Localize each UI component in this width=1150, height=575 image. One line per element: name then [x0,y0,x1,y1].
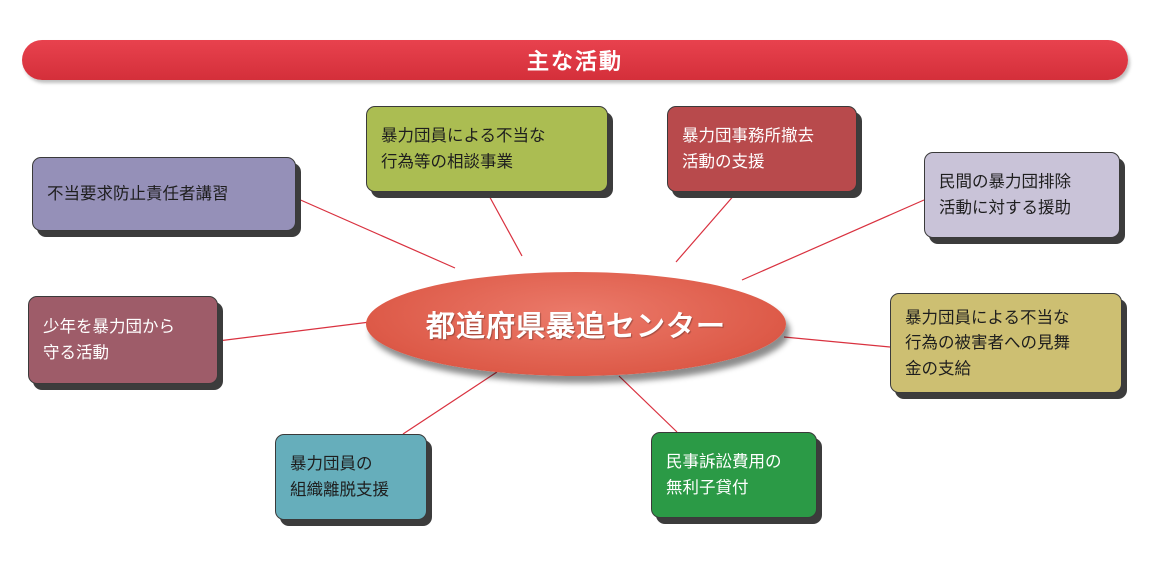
activity-node-6: 暴力団員の 組織離脱支援 [275,434,427,520]
activity-node-4: 少年を暴力団から 守る活動 [28,296,218,384]
link-7 [618,375,678,433]
activities-banner: 主な活動 [22,40,1128,80]
link-3 [741,199,925,281]
activity-label-7: 民事訴訟費用の 無利子貸付 [666,452,782,497]
link-2 [675,192,737,263]
link-4 [217,321,371,342]
activity-label-0: 不当要求防止責任者講習 [47,184,229,204]
activity-label-6: 暴力団員の 組織離脱支援 [290,454,389,499]
banner-title: 主な活動 [526,50,623,75]
activity-node-3: 民間の暴力団排除 活動に対する援助 [924,152,1120,238]
link-1 [486,191,523,257]
center-node: 都道府県暴追センター [366,272,786,376]
activity-label-4: 少年を暴力団から 守る活動 [43,317,175,362]
center-label: 都道府県暴追センター [425,309,726,343]
link-6 [402,371,498,435]
activity-label-5: 暴力団員による不当な 行為の被害者への見舞 金の支給 [905,307,1070,378]
activity-label-2: 暴力団事務所撤去 活動の支援 [682,126,814,171]
activity-label-3: 民間の暴力団排除 活動に対する援助 [939,172,1071,217]
link-0 [295,197,456,269]
activity-label-1: 暴力団員による不当な 行為等の相談事業 [381,126,546,171]
activity-node-1: 暴力団員による不当な 行為等の相談事業 [366,106,608,192]
link-5 [783,336,891,348]
activity-node-0: 不当要求防止責任者講習 [32,157,296,231]
activity-node-5: 暴力団員による不当な 行為の被害者への見舞 金の支給 [890,293,1122,393]
activity-node-2: 暴力団事務所撤去 活動の支援 [667,106,857,192]
activity-node-7: 民事訴訟費用の 無利子貸付 [651,432,817,518]
